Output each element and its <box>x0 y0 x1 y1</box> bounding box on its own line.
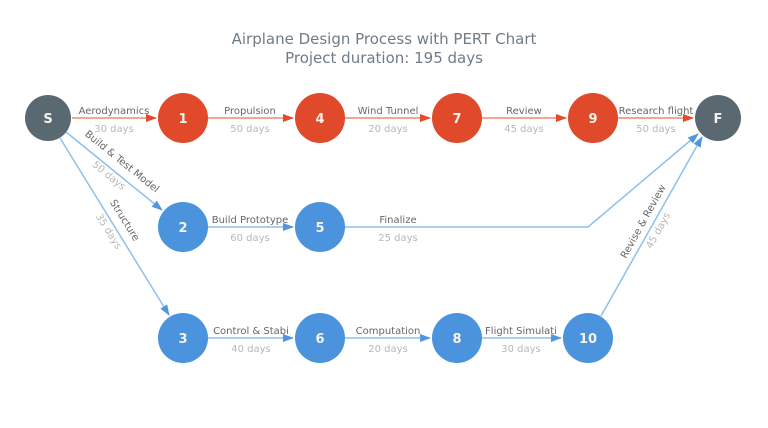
edge-duration-label: 50 days <box>636 124 676 135</box>
node-finish-circle[interactable] <box>695 95 741 141</box>
edge-task-label: Wind Tunnel <box>358 106 419 117</box>
node-milestone-9[interactable]: 9 <box>568 93 618 143</box>
node-milestone-7[interactable]: 7 <box>432 93 482 143</box>
edge-duration-label: 60 days <box>230 233 270 244</box>
node-label: 10 <box>579 332 597 347</box>
node-label: 4 <box>315 112 324 127</box>
node-4-circle[interactable] <box>295 93 345 143</box>
edge-duration-label: 20 days <box>368 124 408 135</box>
edge-S-2[interactable]: Build & Test Model 50 days <box>65 129 163 211</box>
edge-line-10-F[interactable] <box>600 136 703 317</box>
node-label: F <box>714 112 723 127</box>
node-milestone-6[interactable]: 6 <box>295 313 345 363</box>
node-6-circle[interactable] <box>295 313 345 363</box>
edge-5-F[interactable]: Finalize 25 days <box>345 133 699 244</box>
node-label: S <box>43 112 52 127</box>
edge-1-4[interactable]: Propulsion 50 days <box>208 106 294 135</box>
edge-task-label: Review <box>506 106 542 117</box>
edge-2-5[interactable]: Build Prototype 60 days <box>208 215 294 244</box>
edge-9-F[interactable]: Research flight 50 days <box>618 106 694 135</box>
edge-6-8[interactable]: Computation 20 days <box>345 326 431 355</box>
node-finish[interactable]: F <box>695 95 741 141</box>
edge-duration-label: 30 days <box>501 344 541 355</box>
node-label: 8 <box>452 332 461 347</box>
chart-title-line1: Airplane Design Process with PERT Chart <box>232 30 537 48</box>
edge-task-label: Propulsion <box>224 106 276 117</box>
node-milestone-1[interactable]: 1 <box>158 93 208 143</box>
node-milestone-8[interactable]: 8 <box>432 313 482 363</box>
node-milestone-3[interactable]: 3 <box>158 313 208 363</box>
node-milestone-10[interactable]: 10 <box>563 313 613 363</box>
node-9-circle[interactable] <box>568 93 618 143</box>
edge-7-9[interactable]: Review 45 days <box>482 106 567 135</box>
edge-duration-label: 25 days <box>378 233 418 244</box>
edge-line-5-F[interactable] <box>345 133 699 228</box>
edge-line-S-2[interactable] <box>65 131 163 211</box>
node-label: 2 <box>178 221 187 236</box>
node-label: 3 <box>178 332 187 347</box>
edge-duration-label: 40 days <box>231 344 271 355</box>
edge-line-S-3[interactable] <box>59 137 170 316</box>
node-milestone-2[interactable]: 2 <box>158 202 208 252</box>
node-label: 6 <box>315 332 324 347</box>
edge-duration-label: 50 days <box>230 124 270 135</box>
node-5-circle[interactable] <box>295 202 345 252</box>
chart-title: Airplane Design Process with PERT Chart … <box>232 30 537 67</box>
edge-duration-label: 45 days <box>504 124 544 135</box>
node-7-circle[interactable] <box>432 93 482 143</box>
edge-3-6[interactable]: Control & Stabi 40 days <box>208 326 294 355</box>
node-8-circle[interactable] <box>432 313 482 363</box>
edge-4-7[interactable]: Wind Tunnel 20 days <box>345 106 431 135</box>
node-3-circle[interactable] <box>158 313 208 363</box>
node-start-circle[interactable] <box>25 95 71 141</box>
node-label: 1 <box>178 112 187 127</box>
edge-S-3[interactable]: Structure 35 days <box>59 137 170 316</box>
node-start[interactable]: S <box>25 95 71 141</box>
node-milestone-4[interactable]: 4 <box>295 93 345 143</box>
edge-8-10[interactable]: Flight Simulati 30 days <box>482 326 562 355</box>
edge-task-label: Research flight <box>619 106 694 117</box>
edge-task-label: Computation <box>356 326 421 337</box>
node-2-circle[interactable] <box>158 202 208 252</box>
edge-duration-label: 30 days <box>94 124 134 135</box>
edge-task-label: Finalize <box>379 215 416 226</box>
edge-task-label: Aerodynamics <box>79 106 150 117</box>
node-label: 5 <box>315 221 324 236</box>
edge-S-1[interactable]: Aerodynamics 30 days <box>72 106 157 135</box>
node-label: 9 <box>588 112 597 127</box>
node-label: 7 <box>452 112 461 127</box>
node-milestone-5[interactable]: 5 <box>295 202 345 252</box>
node-layer: S 1 4 7 9 F 2 5 <box>25 93 741 363</box>
edge-task-label: Build Prototype <box>212 215 289 226</box>
node-10-circle[interactable] <box>563 313 613 363</box>
edge-10-F[interactable]: Revise & Review 45 days <box>600 136 703 317</box>
edge-layer: Aerodynamics 30 days Propulsion 50 days … <box>59 106 703 355</box>
node-1-circle[interactable] <box>158 93 208 143</box>
edge-task-label: Control & Stabi <box>213 326 289 337</box>
chart-title-line2: Project duration: 195 days <box>285 49 483 67</box>
edge-duration-label: 20 days <box>368 344 408 355</box>
edge-task-label: Flight Simulati <box>485 326 557 337</box>
